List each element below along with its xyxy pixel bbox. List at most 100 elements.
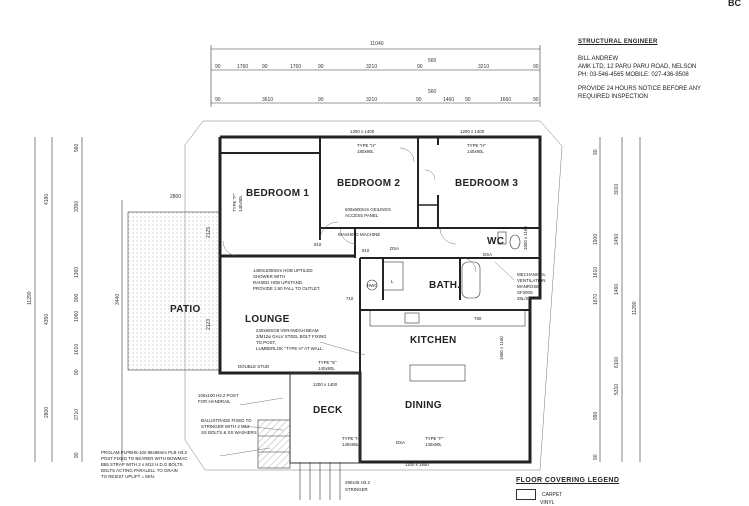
dim-row2-1: 3610 bbox=[262, 97, 273, 103]
engineer-address: AMK LTD, 12 PARU PARU ROAD, NELSON bbox=[578, 64, 697, 70]
dim-left-a: 4180 bbox=[44, 194, 50, 205]
lintel-type-h3: TYPE "H" bbox=[342, 436, 361, 441]
leader-lines bbox=[219, 261, 515, 457]
shower-note-2: SHOWER WITH bbox=[253, 274, 285, 279]
dim-left-h: 1060 bbox=[74, 311, 80, 322]
lintel-type-f3: TYPE "F" bbox=[232, 193, 237, 212]
engineer-phone: PH: 03-546-4565 MOBILE: 027-436-9508 bbox=[578, 72, 689, 78]
sheet-corner-code: BC bbox=[728, 0, 741, 8]
shower-note-3: RAISED HOB UPSTAND, bbox=[253, 280, 303, 285]
dim-left-d: 560 bbox=[74, 143, 80, 152]
prolam-note-2: POST FIXED TO BEARER WITH BOWMAC bbox=[101, 456, 187, 461]
bath-tub bbox=[461, 261, 481, 299]
lintel-type-f: TYPE "F" bbox=[425, 436, 444, 441]
post-note-2: FOR HANDRAIL bbox=[198, 399, 231, 404]
patio-area bbox=[127, 211, 221, 371]
window-label-7: 1600 x 1160 bbox=[499, 336, 504, 360]
shower-note-4: PROVIDE 1:60 FALL TO OUTLET. bbox=[253, 286, 320, 291]
dim-patio-depth: 3440 bbox=[115, 294, 121, 305]
dim-left-k: 2710 bbox=[74, 409, 80, 420]
dim-right-i: 1610 bbox=[593, 267, 599, 278]
kitchen-sink bbox=[404, 312, 420, 324]
ceiling-note-2: ACCESS PANEL bbox=[345, 213, 379, 218]
lintel-type-e2: 140x90L bbox=[318, 366, 335, 371]
balustrade-note-3: SS BOLTS & SS WASHERS bbox=[201, 430, 257, 435]
door-710: 710 bbox=[346, 296, 354, 301]
room-label-kitchen: KITCHEN bbox=[410, 335, 457, 346]
dim-right-j: 1670 bbox=[593, 294, 599, 305]
dim-right-d: 6100 bbox=[614, 357, 620, 368]
legend-carpet-label: CARPET bbox=[542, 491, 563, 498]
lintel-type-h2b: 140x90L bbox=[467, 149, 484, 154]
dim-left-g: 900 bbox=[74, 293, 80, 302]
dim-right-b: 1450 bbox=[614, 234, 620, 245]
dim-left-j: 90 bbox=[74, 369, 80, 375]
room-label-dining: DINING bbox=[405, 400, 442, 411]
engineer-name: BILL ANDREW bbox=[578, 56, 619, 62]
dim-row2-0: 90 bbox=[215, 97, 221, 103]
toilet bbox=[509, 234, 521, 250]
room-label-bedroom-2: BEDROOM 2 bbox=[337, 178, 400, 189]
lintel-type-h2: TYPE "H" bbox=[467, 143, 486, 148]
dim-row2-2: 90 bbox=[318, 97, 324, 103]
legend-title: FLOOR COVERING LEGEND bbox=[516, 477, 620, 484]
dim-row2-4: 90 bbox=[416, 97, 422, 103]
stringer-note-2: STRINGER bbox=[345, 487, 368, 492]
beam-note-3: TO POST, bbox=[256, 340, 276, 345]
mech-vent-2: VENTILATION bbox=[517, 278, 545, 283]
lintel-type-h1b: 180x90L bbox=[357, 149, 374, 154]
door-760: 760 bbox=[474, 316, 482, 321]
lintel-type-e: TYPE "E" bbox=[318, 360, 337, 365]
kitchen-island bbox=[409, 364, 466, 382]
beam-note-4: LUMBERLOK "TYPE H" AT WALL. bbox=[256, 346, 324, 351]
dim-row1-4: 90 bbox=[318, 64, 324, 70]
dim-top-mid: 560 bbox=[428, 58, 437, 64]
carpet-swatch bbox=[516, 489, 536, 500]
kitchen-bench bbox=[369, 309, 526, 327]
dim-right-k: 990 bbox=[593, 411, 599, 420]
dim-row1-8: 90 bbox=[533, 64, 539, 70]
room-label-bedroom-3: BEDROOM 3 bbox=[455, 178, 518, 189]
dsa-label-2: DSA bbox=[483, 252, 492, 257]
dim-right-c: 1460 bbox=[614, 284, 620, 295]
door-810b: 810 bbox=[362, 248, 370, 253]
lintel-type-h3b: 140x90L bbox=[342, 442, 359, 447]
balustrade-note-1: BALUSTRADE FIXED TO bbox=[201, 418, 252, 423]
dim-row2-5: 1460 bbox=[443, 97, 454, 103]
dim-right-h: 1900 bbox=[593, 234, 599, 245]
prolam-note-4: BOLTS ACTING PARALELL TO GRAIN bbox=[101, 468, 178, 473]
dim-row2-8: 90 bbox=[533, 97, 539, 103]
dim-overall-width: 11040 bbox=[370, 41, 384, 47]
dim-row2-6: 90 bbox=[465, 97, 471, 103]
prolam-note-1: PROLAM PLPBH5-100 88x88mm PLB H3.2 bbox=[101, 450, 187, 455]
window-label-5: 1100 x 1850 bbox=[405, 462, 429, 467]
room-label-bath: BATH. bbox=[429, 280, 460, 291]
window-label-3: 1200 x 1400 bbox=[313, 382, 338, 387]
hwc-cylinder bbox=[366, 279, 378, 291]
prolam-note-3: B85 STRAP WITH 2 x M12 H.D.G BOLTS bbox=[101, 462, 183, 467]
window-label-2: 1200 x 1400 bbox=[460, 129, 485, 134]
deck-steps bbox=[257, 419, 341, 500]
inspection-notice-2: REQUIRED INSPECTION bbox=[578, 94, 649, 100]
room-label-lounge: LOUNGE bbox=[245, 314, 290, 325]
wc-basin bbox=[497, 231, 507, 245]
dim-row1-1: 1760 bbox=[237, 64, 248, 70]
balustrade-note-2: STRINGER WITH 2 M12 bbox=[201, 424, 250, 429]
mech-vent-1: MECHANICAL bbox=[517, 272, 546, 277]
double-stud-label: DOUBLE STUD bbox=[238, 364, 269, 369]
prolam-note-5: TO RESIST UPLIFT = 8KN. bbox=[101, 474, 155, 479]
room-label-patio: PATIO bbox=[170, 304, 201, 315]
top-dimension-lines bbox=[210, 45, 541, 107]
room-label-bedroom-1: BEDROOM 1 bbox=[246, 188, 309, 199]
dim-left-l: 90 bbox=[74, 452, 80, 458]
dim-misc-a: 2125 bbox=[206, 227, 212, 238]
dim-right-e: 5310 bbox=[614, 384, 620, 395]
dim-right-g: 90 bbox=[593, 149, 599, 155]
dim-left-c: 2800 bbox=[44, 407, 50, 418]
dim-row1: 90 1760 90 1760 90 3210 90 3210 90 bbox=[215, 64, 539, 70]
ceiling-note-1: 600x600mm CEILINGS bbox=[345, 207, 391, 212]
dim-row1-2: 90 bbox=[262, 64, 268, 70]
structural-engineer-block: STRUCTURAL ENGINEER BILL ANDREW AMK LTD,… bbox=[578, 38, 743, 101]
dim-row1-5: 3210 bbox=[366, 64, 377, 70]
beam-note-1: 240x90SG8 VERANDAH BEAM bbox=[256, 328, 319, 333]
